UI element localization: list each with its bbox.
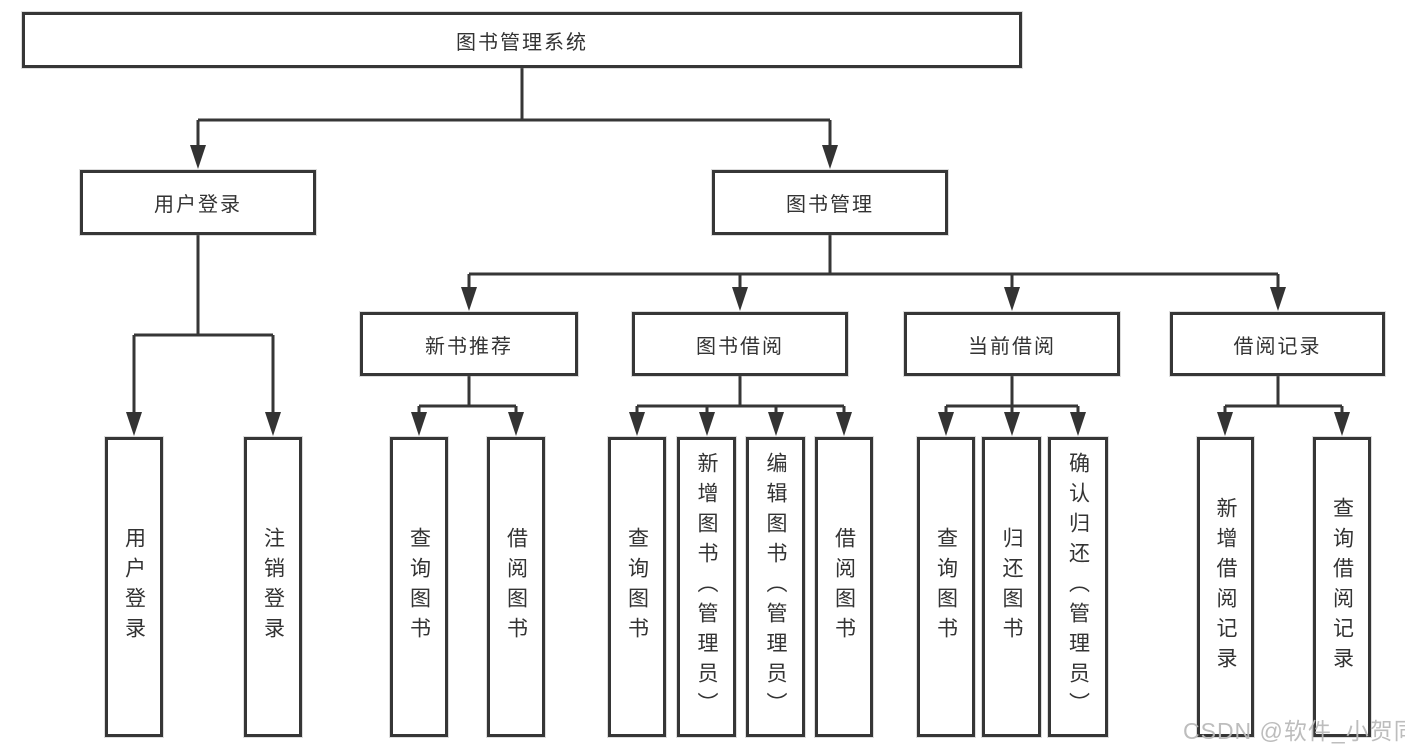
node-new-book-recommend-label: 新书推荐 <box>425 335 513 358</box>
arrowhead <box>1004 412 1020 436</box>
arrowhead <box>768 412 784 436</box>
arrowhead <box>265 412 281 436</box>
node-book-borrow-label: 图书借阅 <box>696 335 784 358</box>
arrowhead <box>1070 412 1086 436</box>
arrowhead <box>836 412 852 436</box>
node-book-management: 图书管理 <box>712 170 948 235</box>
arrowhead <box>699 412 715 436</box>
leaf-logout-label: 注销登录 <box>261 527 285 647</box>
arrowhead <box>461 287 477 311</box>
node-borrow-records: 借阅记录 <box>1170 312 1385 376</box>
connector-book-mgmt <box>467 235 1280 292</box>
arrowhead <box>190 145 206 169</box>
node-current-borrow-label: 当前借阅 <box>968 335 1056 358</box>
leaf-add-borrow-record-label: 新增借阅记录 <box>1214 497 1237 677</box>
connector-root <box>196 68 832 150</box>
leaf-borrow-book: 借阅图书 <box>815 437 873 737</box>
connector-book-borrow <box>635 376 846 416</box>
node-root-label: 图书管理系统 <box>456 31 588 54</box>
arrowhead <box>126 412 142 436</box>
leaf-confirm-return-admin-label: 确认归还（管理员） <box>1066 452 1090 722</box>
connector-new-books <box>417 376 518 416</box>
leaf-current-query: 查询图书 <box>917 437 975 737</box>
connector-current-borrow <box>944 376 1080 416</box>
leaf-newbooks-query: 查询图书 <box>390 437 448 737</box>
arrowhead <box>1334 412 1350 436</box>
leaf-add-borrow-record: 新增借阅记录 <box>1197 437 1254 737</box>
node-borrow-records-label: 借阅记录 <box>1233 335 1322 358</box>
node-user-login: 用户登录 <box>80 170 316 235</box>
leaf-user-login-label: 用户登录 <box>122 527 146 647</box>
node-new-book-recommend: 新书推荐 <box>360 312 578 376</box>
leaf-query-borrow-record: 查询借阅记录 <box>1313 437 1371 737</box>
leaf-newbooks-borrow: 借阅图书 <box>487 437 545 737</box>
arrowhead <box>629 412 645 436</box>
csdn-watermark: CSDN @软件_小贺同学 <box>1183 718 1405 744</box>
leaf-query-borrow-record-label: 查询借阅记录 <box>1330 497 1354 677</box>
leaf-edit-book-admin: 编辑图书（管理员） <box>746 437 805 737</box>
arrowhead <box>508 412 524 436</box>
leaf-add-book-admin-label: 新增图书（管理员） <box>695 452 718 722</box>
leaf-borrow-query: 查询图书 <box>608 437 666 737</box>
leaf-borrow-book-label: 借阅图书 <box>832 527 856 647</box>
leaf-current-query-label: 查询图书 <box>934 527 958 647</box>
leaf-logout: 注销登录 <box>244 437 302 737</box>
node-book-management-label: 图书管理 <box>786 194 874 216</box>
leaf-add-book-admin: 新增图书（管理员） <box>677 437 736 737</box>
leaf-newbooks-borrow-label: 借阅图书 <box>504 527 528 647</box>
node-book-borrow: 图书借阅 <box>632 312 848 376</box>
arrowhead <box>732 287 748 311</box>
leaf-return-book-label: 归还图书 <box>1000 527 1023 647</box>
arrowhead <box>1004 287 1020 311</box>
leaf-newbooks-query-label: 查询图书 <box>407 527 431 647</box>
node-current-borrow: 当前借阅 <box>904 312 1120 376</box>
connector-borrow-records <box>1223 376 1344 416</box>
leaf-edit-book-admin-label: 编辑图书（管理员） <box>764 452 787 722</box>
connector-user-login <box>132 235 275 416</box>
leaf-borrow-query-label: 查询图书 <box>625 527 649 647</box>
arrowhead <box>938 412 954 436</box>
leaf-return-book: 归还图书 <box>982 437 1041 737</box>
arrowhead <box>822 145 838 169</box>
node-user-login-label: 用户登录 <box>154 194 242 216</box>
leaf-confirm-return-admin: 确认归还（管理员） <box>1048 437 1108 737</box>
arrowhead <box>1270 287 1286 311</box>
arrowhead <box>1217 412 1233 436</box>
node-root: 图书管理系统 <box>22 12 1022 68</box>
leaf-user-login: 用户登录 <box>105 437 163 737</box>
arrowhead <box>411 412 427 436</box>
